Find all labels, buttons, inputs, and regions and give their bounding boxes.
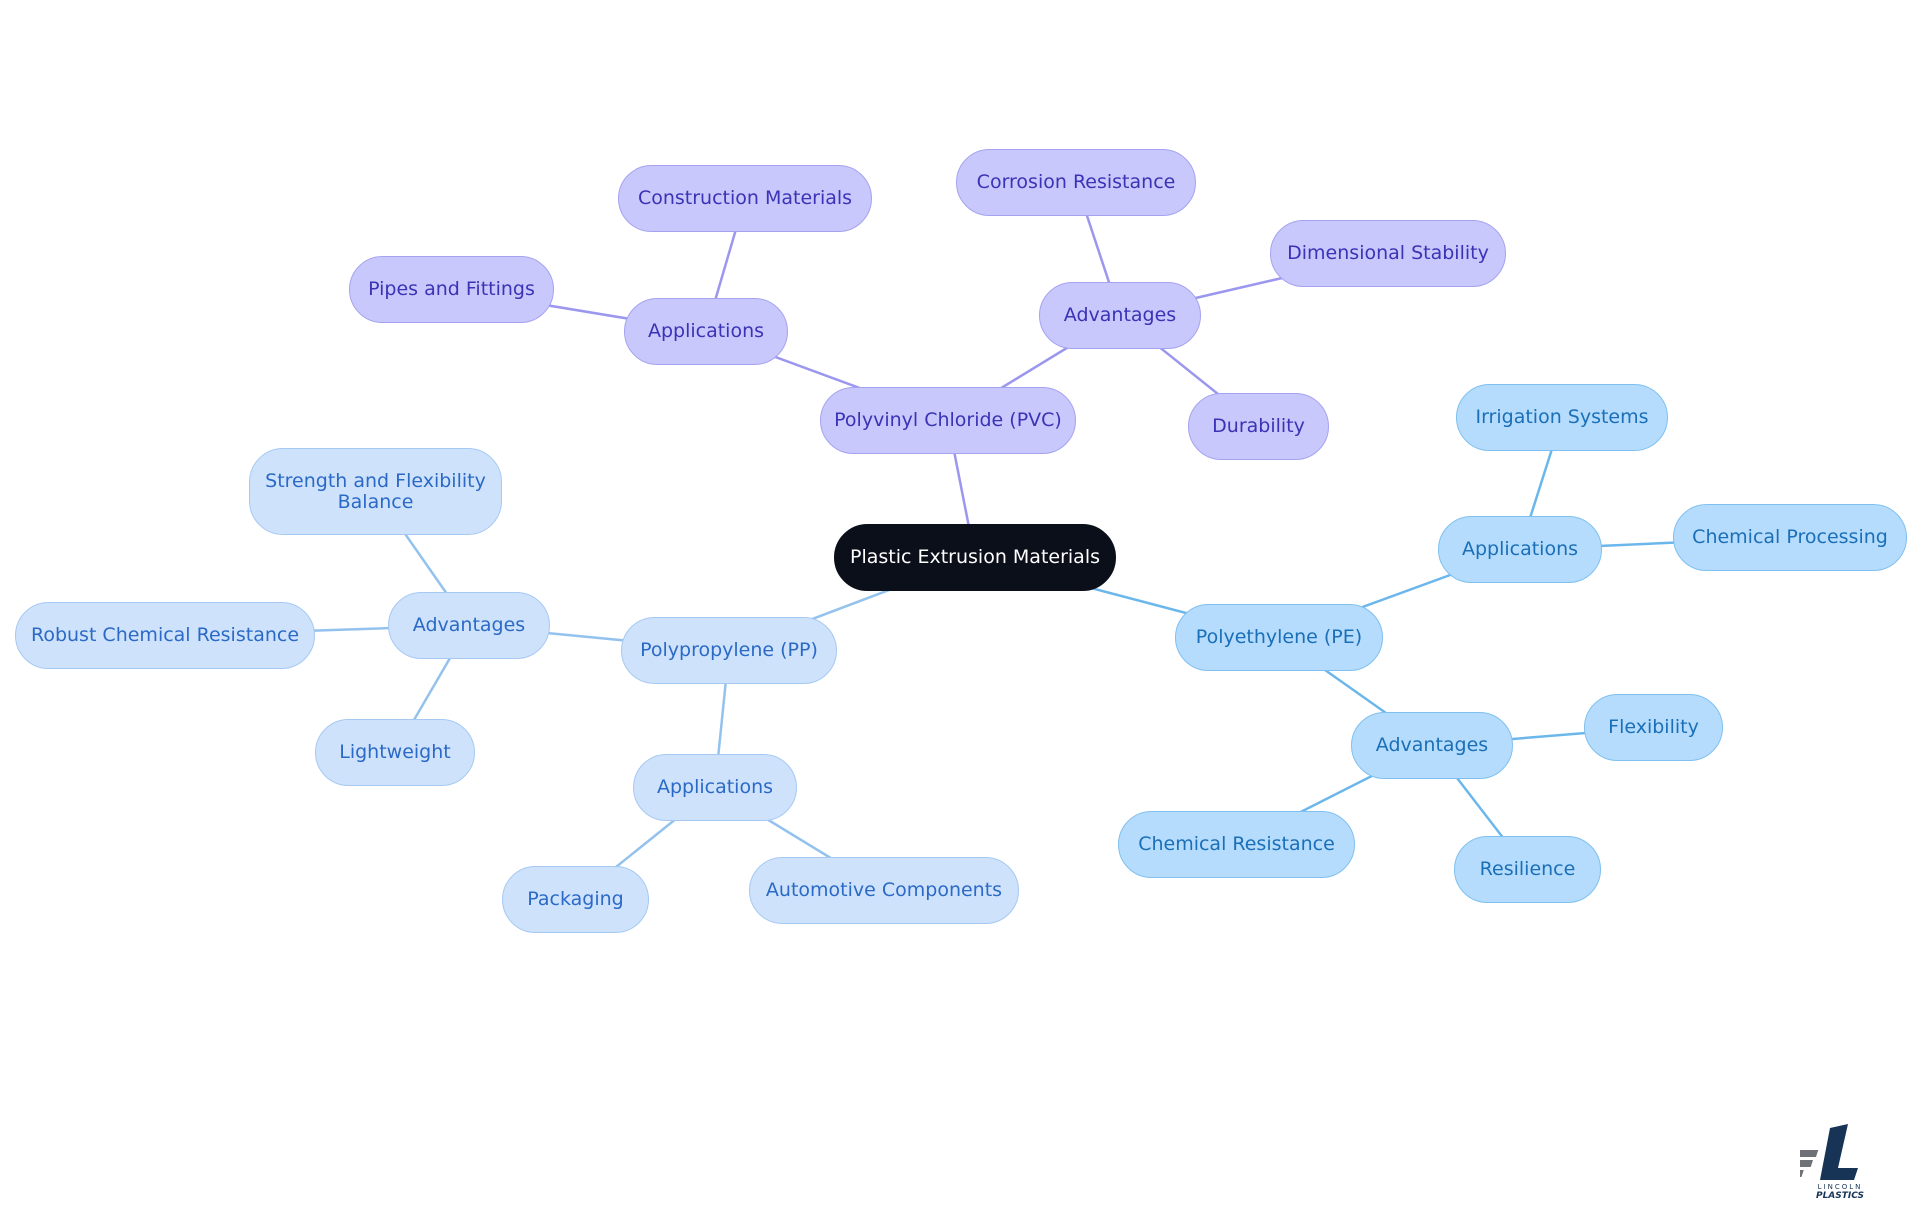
pp-advantages-node: Advantages [388,592,550,659]
pe-chemical-resistance-node: Chemical Resistance [1118,811,1355,878]
branch-node-pe: Polyethylene (PE) [1175,604,1383,671]
pvc-dimensional-stability-node: Dimensional Stability [1270,220,1506,287]
branch-node-pp: Polypropylene (PP) [621,617,837,684]
logo-text-line2: PLASTICS [1816,1191,1864,1200]
pe-irrigation-systems-node: Irrigation Systems [1456,384,1668,451]
pp-automotive-components-node: Automotive Components [749,857,1019,924]
pvc-applications-node: Applications [624,298,788,365]
root-node: Plastic Extrusion Materials [834,524,1116,591]
pp-packaging-node: Packaging [502,866,649,933]
lincoln-plastics-logo: LINCOLN PLASTICS [1800,1124,1864,1200]
branch-node-pvc: Polyvinyl Chloride (PVC) [820,387,1076,454]
logo-text-line1: LINCOLN [1818,1183,1863,1191]
pe-advantages-node: Advantages [1351,712,1513,779]
pp-strength-flexibility-node: Strength and Flexibility Balance [249,448,502,535]
pvc-corrosion-resistance-node: Corrosion Resistance [956,149,1196,216]
pe-flexibility-node: Flexibility [1584,694,1723,761]
pe-chemical-processing-node: Chemical Processing [1673,504,1907,571]
pp-lightweight-node: Lightweight [315,719,475,786]
pp-robust-chemical-resistance-node: Robust Chemical Resistance [15,602,315,669]
pvc-advantages-node: Advantages [1039,282,1201,349]
pvc-durability-node: Durability [1188,393,1329,460]
pvc-pipes-fittings-node: Pipes and Fittings [349,256,554,323]
pe-resilience-node: Resilience [1454,836,1601,903]
pp-applications-node: Applications [633,754,797,821]
pe-applications-node: Applications [1438,516,1602,583]
pvc-construction-materials-node: Construction Materials [618,165,872,232]
